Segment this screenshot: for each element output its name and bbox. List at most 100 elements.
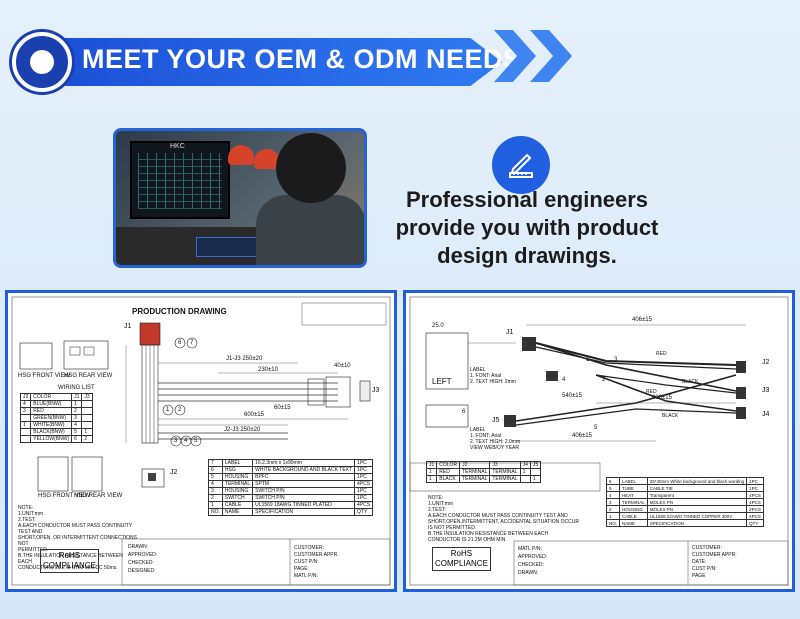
dimension: 406±15 <box>572 433 592 439</box>
table-cell: BPFC <box>252 473 356 481</box>
table-cell: 1PC <box>746 484 764 492</box>
balloon-number: 5 <box>594 425 598 431</box>
balloon-number: 6 <box>178 340 182 346</box>
label-spec-line: 1. FONT: Arial <box>470 373 502 379</box>
note-line: IS NOT PERMITTED. <box>428 525 477 531</box>
table-cell: YELLOW(BNW) <box>30 435 73 443</box>
label-spec-line: 2. TEXT HIGH: 2mm <box>470 379 516 385</box>
table-cell: 6 <box>71 435 83 443</box>
table-cell: CABLE TIE <box>646 484 748 492</box>
connector-label: J1 <box>506 329 514 336</box>
rohs-line: RoHS <box>450 549 473 558</box>
table-row: 4 BLUE(BNW) 1 <box>19 400 93 408</box>
drawing-title: PRODUCTION DRAWING <box>132 307 227 316</box>
balloon-number: 4 <box>184 438 188 444</box>
wiring-list-table: J2 COLOR J1 J3 4 BLUE(BNW) 1 3 RED 2 GRE… <box>19 393 93 443</box>
title-block-field: APPROVED: <box>518 554 548 560</box>
table-header-cell: J3 <box>81 393 93 401</box>
table-cell: 1PC <box>354 487 374 495</box>
rohs-line: COMPLIANCE <box>43 561 96 570</box>
dimension: 60±15 <box>274 405 291 411</box>
table-cell: 1 <box>605 512 621 520</box>
wire-color-label: RED <box>656 351 667 357</box>
title-block-field: CUSTOMER APPR. <box>294 552 339 558</box>
title-block-field: CUSTOMER: <box>692 545 722 551</box>
rohs-compliance-mark: RoHS COMPLIANCE <box>40 549 99 573</box>
note-line: 1.UNIT:mm <box>428 501 453 507</box>
table-cell: 1 <box>19 421 32 429</box>
table-cell <box>81 407 93 415</box>
note-line: 2.TEST: <box>18 517 36 523</box>
title-block-field: CUSTOMER: <box>294 545 324 551</box>
table-cell: UL1569 22AWG TINNED COPPER 300V <box>646 512 748 520</box>
table-cell: 3 <box>208 487 223 495</box>
table-cell: 4PCS <box>354 480 374 488</box>
table-cell: BLACK(BNW) <box>30 428 73 436</box>
note-line: SHORT,OPEN, OR INTERMITTENT CONNECTIONS … <box>18 535 137 547</box>
table-cell: 2 <box>208 494 223 502</box>
table-cell: 1 <box>81 428 93 436</box>
balloon-number: 1 <box>586 357 590 363</box>
note-line: PERMITTED. <box>18 547 49 553</box>
table-cell: TERMINAL <box>459 468 491 476</box>
title-block-field: MATL P/N: <box>294 573 318 579</box>
table-cell: 4 <box>19 400 32 408</box>
title-block: DRAWN: APPROVED: CHECKED: DESIGNED: <box>128 543 157 575</box>
table-cell: HSG <box>221 466 254 474</box>
table-cell: SPTM <box>252 480 356 488</box>
label-spec-line: 2. TEXT HIGH: 2.0mm <box>470 439 521 445</box>
table-header-cell: J2 <box>459 461 491 469</box>
note-line: SHORT,OPEN,INTERMITTENT, ACCIDENTAL SITU… <box>428 519 579 525</box>
balloon-number: 2 <box>178 407 182 413</box>
ruler-pencil-icon <box>492 136 550 194</box>
table-header-cell: NAME <box>221 508 254 516</box>
view-label: HSG FRONT VIEW <box>38 493 91 499</box>
table-header-cell: NO. <box>605 519 621 527</box>
note-line: 1.UNIT:mm <box>18 511 43 517</box>
table-cell <box>81 400 93 408</box>
note-line: CONDUCTOR IS 21.2M OHM MIN <box>428 537 506 543</box>
rohs-compliance-mark: RoHS COMPLIANCE <box>432 547 491 571</box>
wire-color-label: BLACK <box>662 413 679 419</box>
table-cell: CABLE <box>221 501 254 509</box>
table-row: J2 COLOR J1 J3 <box>19 393 93 401</box>
table-cell: 1 <box>425 468 438 476</box>
title-block-field: DRAWN: <box>128 544 149 550</box>
table-cell <box>19 435 32 443</box>
table-cell: SWITCH P/N <box>252 494 356 502</box>
table-cell: 5 <box>71 428 83 436</box>
table-cell <box>19 414 32 422</box>
table-cell <box>81 414 93 422</box>
dimension: J2-J3 250±20 <box>224 427 261 433</box>
wire-color-label: RED <box>646 389 657 395</box>
dimension: 25.0 <box>432 323 444 329</box>
table-cell: 5 <box>605 484 621 492</box>
dimension: 406±15 <box>632 317 652 323</box>
label-spec-line: VIEW WEB/OY YEAR <box>470 445 519 451</box>
table-header-cell: SPECIFICATION <box>252 508 356 516</box>
connector-label: J3 <box>762 387 770 394</box>
table-cell: MOLEX PN <box>646 505 748 513</box>
title-block-field: PAGE <box>294 566 308 572</box>
table-cell: Transparent <box>646 491 748 499</box>
label-spec: LABEL 1. FONT: Arial 2. TEXT HIGH: 2mm <box>470 367 516 385</box>
balloon-number: 7 <box>190 340 194 346</box>
table-cell: 16.2.3mm x 1x90mm <box>252 459 356 467</box>
title-block: CUSTOMER: CUSTOMER APPR. CUST P/N: PAGE … <box>294 545 339 580</box>
monitor-label: HKC <box>170 143 185 150</box>
balloon-number: 4 <box>562 377 566 383</box>
label-spec-line: LABEL <box>470 427 486 433</box>
table-cell: BLACK <box>436 475 461 483</box>
table-cell <box>19 428 32 436</box>
balloon-number: 6 <box>462 409 466 415</box>
table-cell: 4PCS <box>746 491 764 499</box>
